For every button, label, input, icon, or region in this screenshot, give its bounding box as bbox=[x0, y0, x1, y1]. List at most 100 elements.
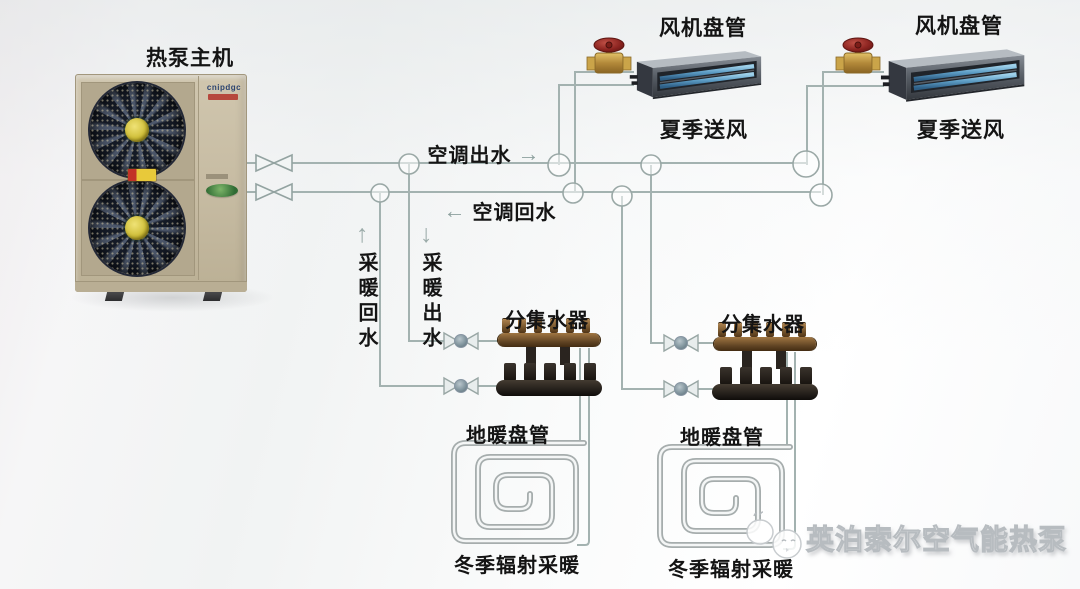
manifold-port bbox=[582, 319, 590, 333]
manifold-unit bbox=[496, 318, 604, 398]
pipe-fancoil1-return bbox=[574, 71, 634, 193]
manifold-fitting bbox=[504, 363, 516, 381]
manifold-port bbox=[566, 319, 574, 333]
manifold-unit bbox=[712, 322, 820, 402]
ac-return-text: 空调回水 bbox=[472, 202, 557, 224]
cabinet-foot bbox=[202, 292, 223, 301]
manifold-port bbox=[534, 319, 542, 333]
manifold-label: 分集水器 bbox=[721, 314, 805, 336]
pipe-fancoil2-supply bbox=[806, 85, 884, 165]
fan-coil-label: 风机盘管 bbox=[915, 15, 1003, 38]
manifold-connector bbox=[742, 351, 752, 369]
fan-coil-unit bbox=[629, 51, 762, 100]
manifold-fitting bbox=[524, 363, 536, 381]
junction bbox=[562, 182, 584, 204]
manifold-supply-bar bbox=[714, 337, 816, 351]
manifold-fitting bbox=[584, 363, 596, 381]
winter-radiant-label: 冬季辐射采暖 bbox=[668, 559, 794, 581]
heat-pump-label: 热泵主机 bbox=[146, 47, 234, 70]
brass-globe-valve-icon bbox=[835, 37, 881, 74]
manifold-fitting bbox=[564, 363, 576, 381]
ball-valve-icon bbox=[443, 376, 479, 396]
cabinet-base bbox=[75, 281, 247, 292]
down-arrow-icon: ↓ bbox=[420, 220, 433, 248]
brand-logo: cnipdgc bbox=[206, 83, 242, 92]
floor-coil-spiral bbox=[657, 444, 793, 548]
manifold-port bbox=[518, 319, 526, 333]
axial-fan-icon bbox=[90, 181, 184, 275]
up-arrow-icon: ↑ bbox=[356, 220, 369, 248]
ball-valve-icon bbox=[663, 379, 699, 399]
warning-sticker-icon bbox=[128, 169, 156, 181]
winter-radiant-label: 冬季辐射采暖 bbox=[454, 555, 580, 577]
junction bbox=[792, 150, 820, 178]
manifold-port bbox=[766, 323, 774, 337]
manifold-supply-bar bbox=[498, 333, 600, 347]
axial-fan-icon bbox=[90, 83, 184, 177]
cabinet-foot bbox=[104, 292, 125, 301]
manifold-fitting bbox=[780, 367, 792, 385]
junction bbox=[370, 183, 390, 203]
manifold-fitting bbox=[740, 367, 752, 385]
manifold-port bbox=[550, 319, 558, 333]
ball-valve-icon bbox=[663, 333, 699, 353]
manifold-port bbox=[750, 323, 758, 337]
manifold-connector bbox=[776, 351, 786, 369]
manifold-port bbox=[798, 323, 806, 337]
ac-supply-text: 空调出水 bbox=[427, 145, 512, 167]
rating-label bbox=[206, 174, 228, 179]
pipe-coil1-out bbox=[577, 348, 590, 546]
brand-sub-logo bbox=[208, 94, 238, 100]
fan-coil-unit bbox=[880, 49, 1025, 102]
manifold-port bbox=[718, 323, 726, 337]
shutoff-valve-icon bbox=[255, 182, 293, 202]
watermark-text: 英泊索尔空气能热泵 bbox=[805, 524, 1068, 556]
ac-return-label: ← 空调回水 bbox=[438, 196, 562, 225]
heating-return-label: 采暖回水 bbox=[355, 252, 377, 352]
pipe-fancoil2-return bbox=[822, 71, 884, 195]
manifold-fitting bbox=[544, 363, 556, 381]
heat-pump-shadow bbox=[70, 288, 275, 312]
mascot-watermark-icon bbox=[746, 511, 802, 559]
heat-pump-unit: cnipdgc bbox=[75, 74, 247, 301]
floor-coil-spirals bbox=[451, 440, 793, 548]
manifold-fitting bbox=[800, 367, 812, 385]
manifold-fitting bbox=[760, 367, 772, 385]
floor-coil-label: 地暖盘管 bbox=[466, 425, 550, 447]
manifold-return-bar bbox=[712, 384, 818, 400]
manifold-valves bbox=[443, 331, 699, 399]
ball-valve-icon bbox=[443, 331, 479, 351]
manifold-return-bar bbox=[496, 380, 602, 396]
cabinet-divider bbox=[198, 76, 199, 280]
right-arrow-icon: → bbox=[517, 140, 541, 166]
summer-air-supply-label: 夏季送风 bbox=[917, 119, 1005, 142]
manifold-port bbox=[782, 323, 790, 337]
shutoff-valve-icon bbox=[255, 153, 293, 173]
floor-coil-spiral bbox=[451, 440, 587, 544]
junction bbox=[809, 183, 833, 207]
junction bbox=[398, 153, 420, 175]
heat-pump-valves bbox=[255, 153, 293, 202]
pipe-manifold2-return bbox=[621, 196, 722, 390]
heating-supply-label: 采暖出水 bbox=[419, 252, 441, 352]
manifold-connector bbox=[526, 347, 536, 365]
junction bbox=[640, 154, 662, 176]
fan-coil-label: 风机盘管 bbox=[659, 17, 747, 40]
energy-badge-icon bbox=[206, 184, 238, 197]
manifold-port bbox=[734, 323, 742, 337]
left-arrow-icon: ← bbox=[443, 197, 467, 223]
fan-coil-valves bbox=[586, 37, 881, 74]
junction bbox=[611, 185, 633, 207]
manifold-port bbox=[502, 319, 510, 333]
pipe-fancoil1-supply bbox=[558, 84, 634, 165]
manifold-connector bbox=[560, 347, 570, 365]
manifold-label: 分集水器 bbox=[505, 310, 589, 332]
manifold-fitting bbox=[720, 367, 732, 385]
junction bbox=[547, 153, 571, 177]
pipe-junctions bbox=[370, 150, 833, 207]
ac-supply-label: 空调出水 → bbox=[424, 139, 544, 168]
floor-coil-label: 地暖盘管 bbox=[680, 427, 764, 449]
brass-globe-valve-icon bbox=[586, 37, 632, 74]
